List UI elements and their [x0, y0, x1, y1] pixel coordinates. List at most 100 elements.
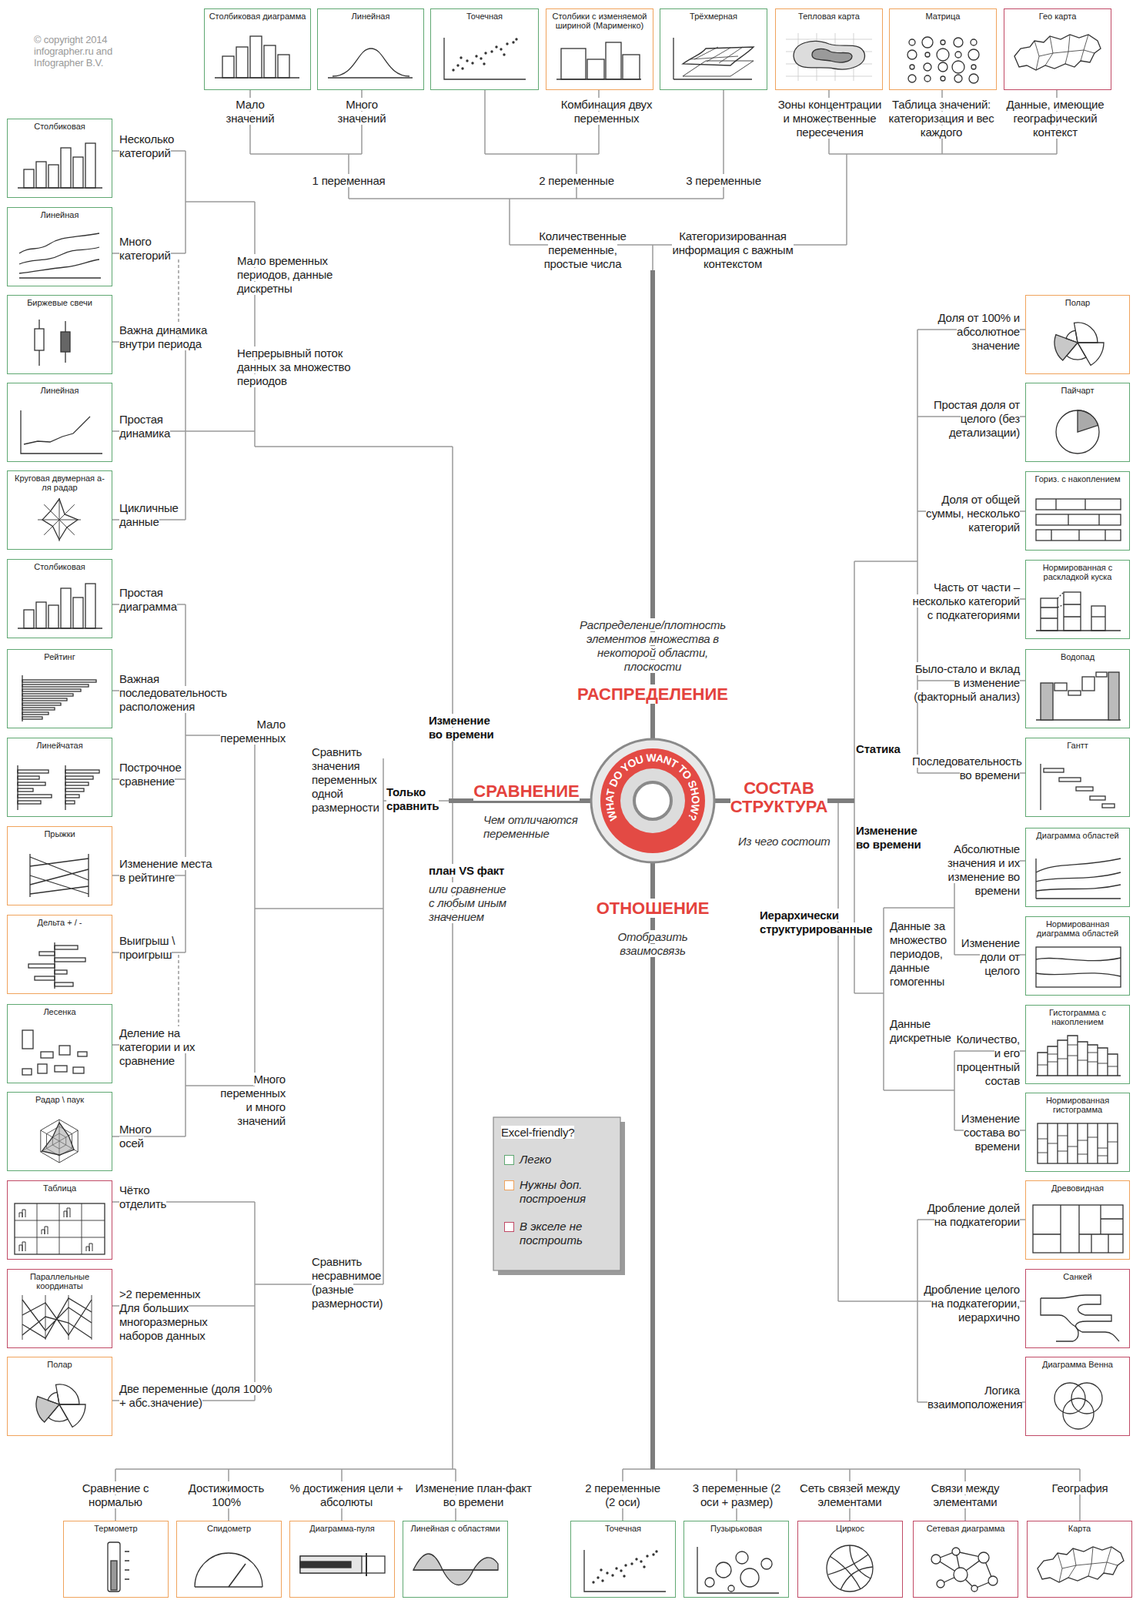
- chart-title: Циркос: [798, 1520, 903, 1533]
- chart-title: Диаграмма областей: [1026, 828, 1130, 840]
- badge-ring: [600, 748, 706, 853]
- branch-label: Категоризированная информация с важным к…: [671, 229, 793, 271]
- chart-icon: [54, 969, 67, 974]
- chart-box: Столбиковая: [6, 118, 113, 198]
- chart-icon: [907, 36, 980, 84]
- legend-row: Нужны доп. построения: [504, 1177, 616, 1206]
- branch-label: География: [1051, 1480, 1108, 1494]
- category-heading: СОСТАВ СТРУКТУРА: [730, 778, 829, 816]
- branch-label: Только сравнить: [386, 785, 439, 813]
- center-badge: WHAT DO YOU WANT TO SHOW?: [589, 737, 716, 864]
- chart-icon: [17, 788, 34, 792]
- chart-title: Рейтинг: [7, 649, 112, 662]
- chart-box: Древовидная: [1025, 1179, 1130, 1260]
- chart-icon: [327, 48, 413, 78]
- chart-icon: [17, 800, 41, 804]
- label-wrap: Сравнить несравнимое (разные размерности…: [311, 1254, 381, 1311]
- chart-icon: [59, 1045, 71, 1055]
- label-wrap: Excel-friendly?: [501, 1125, 617, 1140]
- chart-title: Трёхмерная: [660, 9, 767, 21]
- chart-icon: [952, 60, 965, 74]
- chart-box: Биржевые свечи: [6, 294, 113, 375]
- label-wrap: Простая динамика: [119, 412, 193, 441]
- chart-icon: [17, 583, 103, 629]
- chart-box: Нормированная с раскладкой куска: [1025, 559, 1130, 639]
- label-wrap: Изменение состава во времени: [954, 1111, 1020, 1154]
- chart-icon: [785, 33, 873, 81]
- branch-label: Дробление целого на подкатегории, иерарх…: [923, 1282, 1020, 1324]
- chart-icon: [1036, 498, 1121, 510]
- chart-box: Санкей: [1025, 1268, 1130, 1348]
- legend-text: Легко: [519, 1152, 611, 1167]
- chart-icon: [1054, 322, 1104, 365]
- label-wrap: Мало переменных: [216, 717, 286, 746]
- chart-icon: [1062, 1397, 1094, 1429]
- label-wrap: Мало значений: [219, 97, 281, 126]
- chart-title: Древовидная: [1026, 1180, 1130, 1193]
- label-wrap: Чётко отделить: [119, 1183, 181, 1211]
- branch-label: Много осей: [119, 1122, 152, 1150]
- chart-icon: [36, 1383, 86, 1427]
- chart-icon: [682, 46, 754, 66]
- label-wrap: Простая диаграмма: [119, 585, 193, 614]
- chart-icon: [978, 1551, 990, 1563]
- chart-box: Спидометр: [176, 1520, 282, 1598]
- label-wrap: Построчное сравнение: [119, 760, 201, 789]
- chart-title: Линейная: [7, 383, 112, 395]
- chart-icon: [22, 707, 55, 710]
- chart-title: Тепловая карта: [775, 9, 883, 21]
- chart-icon: [37, 497, 81, 542]
- chart-icon: [1037, 1546, 1124, 1582]
- chart-title: Сетевая диаграмма: [913, 1520, 1018, 1533]
- chart-box: Радар \ паук: [6, 1091, 113, 1171]
- chart-title: Линейная: [317, 9, 424, 21]
- chart-icon: [22, 1029, 34, 1049]
- chart-icon: [20, 410, 103, 454]
- branch-label: Выигрыш \ проигрыш: [119, 933, 175, 961]
- branch-label: Изменение места в рейтинге: [119, 856, 212, 884]
- branch-label: Часть от части – несколько категорий с п…: [912, 580, 1020, 622]
- chart-icon: [22, 1294, 92, 1340]
- chart-icon: [60, 331, 71, 352]
- chart-icon: [697, 1546, 779, 1593]
- chart-icon: [924, 75, 931, 82]
- label-wrap: Категоризированная информация с важным к…: [671, 229, 795, 271]
- branch-label: 2 переменные (2 оси): [584, 1480, 661, 1508]
- chart-icon: [952, 1547, 960, 1555]
- chart-title: Линейная: [7, 207, 112, 220]
- chart-icon: [909, 64, 915, 70]
- chart-icon: [42, 1122, 75, 1155]
- chart-icon: [65, 782, 89, 786]
- label-wrap: Последовательность во времени: [912, 754, 1020, 783]
- branch-label: Количественные переменные, простые числа: [538, 229, 626, 271]
- chart-icon: [735, 1550, 749, 1564]
- branch-label: Количество, и его процентный состав: [955, 1032, 1020, 1087]
- chart-box: Линейная: [317, 8, 425, 91]
- chart-icon: [938, 62, 948, 72]
- chart-icon: [214, 36, 300, 78]
- chart-icon: [673, 37, 752, 80]
- chart-title: Матрица: [889, 9, 996, 21]
- chart-icon: [36, 1383, 86, 1427]
- chart-icon: [65, 775, 94, 779]
- chart-icon: [22, 1294, 92, 1340]
- chart-icon: [17, 143, 103, 188]
- chart-box: Гориз. с накоплением: [1025, 471, 1130, 551]
- chart-icon: [1040, 1297, 1079, 1341]
- label-wrap: Отобразить взаимосвязь: [610, 929, 696, 958]
- branch-label: Данные, имеющие географический контекст: [1006, 97, 1105, 139]
- chart-icon: [17, 769, 49, 773]
- label-wrap: Две переменные (доля 100% + абс.значение…: [119, 1381, 274, 1410]
- label-wrap: СОСТАВ СТРУКТУРА: [721, 778, 837, 816]
- chart-icon: [1054, 682, 1067, 691]
- chart-icon: [40, 1051, 54, 1058]
- chart-box: Водопад: [1025, 648, 1130, 729]
- label-wrap: РАСПРЕДЕЛЕНИЕ: [552, 685, 753, 704]
- label-wrap: Из чего состоит: [738, 834, 839, 849]
- label-wrap: Цикличные данные: [119, 501, 193, 529]
- label-wrap: Количество, и его процентный состав: [954, 1032, 1020, 1088]
- chart-icon: [1057, 591, 1064, 608]
- chart-icon: [1040, 598, 1058, 631]
- chart-icon: [444, 37, 526, 80]
